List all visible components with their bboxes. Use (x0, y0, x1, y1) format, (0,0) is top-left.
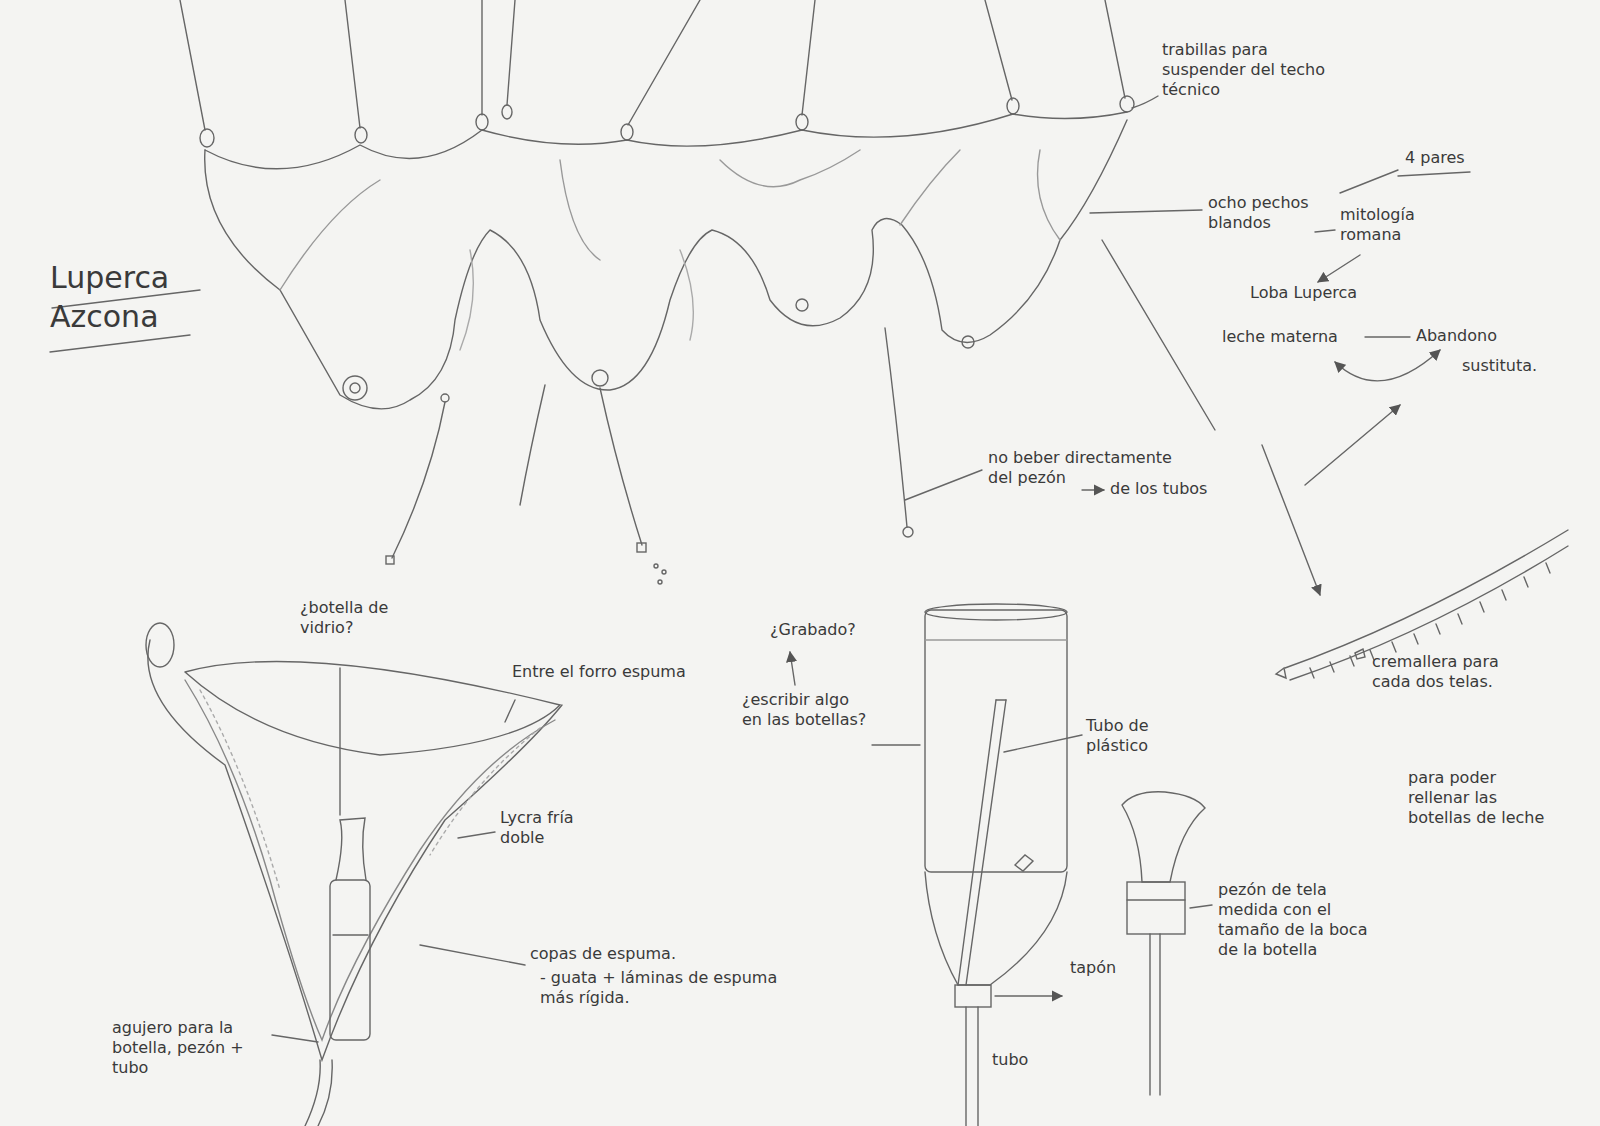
annotation-text: trabillas para suspender del techo técni… (1162, 40, 1337, 100)
annotation-text: copas de espuma. (530, 944, 750, 964)
title-text: Luperca Azcona (50, 258, 225, 336)
annotation-text: Lycra fría doble (500, 808, 595, 848)
annotation-text: Entre el forro espuma (512, 662, 692, 682)
annotation-text: pezón de tela medida con el tamaño de la… (1218, 880, 1373, 960)
annotation-text: ¿escribir algo en las botellas? (742, 690, 867, 730)
annotation-text: Abandono (1416, 326, 1526, 346)
annotation-text: tapón (1070, 958, 1140, 978)
annotation-text: tubo (992, 1050, 1052, 1070)
annotation-text: - guata + láminas de espuma más rígida. (540, 968, 810, 1008)
annotation-text: 4 pares (1405, 148, 1485, 168)
annotation-text: ¿botella de vidrio? (300, 598, 440, 638)
annotation-text: de los tubos (1110, 479, 1240, 499)
annotation-text: Loba Luperca (1250, 283, 1410, 303)
annotation-text: para poder rellenar las botellas de lech… (1408, 768, 1548, 828)
annotation-text: agujero para la botella, pezón + tubo (112, 1018, 277, 1078)
annotation-text: Tubo de plástico (1086, 716, 1206, 756)
annotation-text: ¿Grabado? (770, 620, 890, 640)
annotation-text: sustituta. (1462, 356, 1572, 376)
annotation-text: mitología romana (1340, 205, 1470, 245)
annotation-text: cremallera para cada dos telas. (1372, 652, 1522, 692)
annotation-text: ocho pechos blandos (1208, 193, 1338, 233)
annotation-text: leche materna (1222, 327, 1362, 347)
